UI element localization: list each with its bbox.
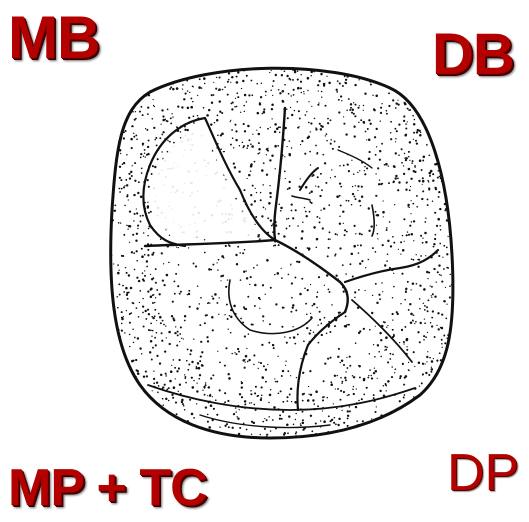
label-distobuccal: DB	[432, 26, 514, 84]
label-distopalatal: DP	[447, 447, 519, 499]
label-mesiobuccal: MB	[8, 8, 99, 68]
label-mesiopalatal-tubercle: MP + TC	[8, 462, 207, 514]
